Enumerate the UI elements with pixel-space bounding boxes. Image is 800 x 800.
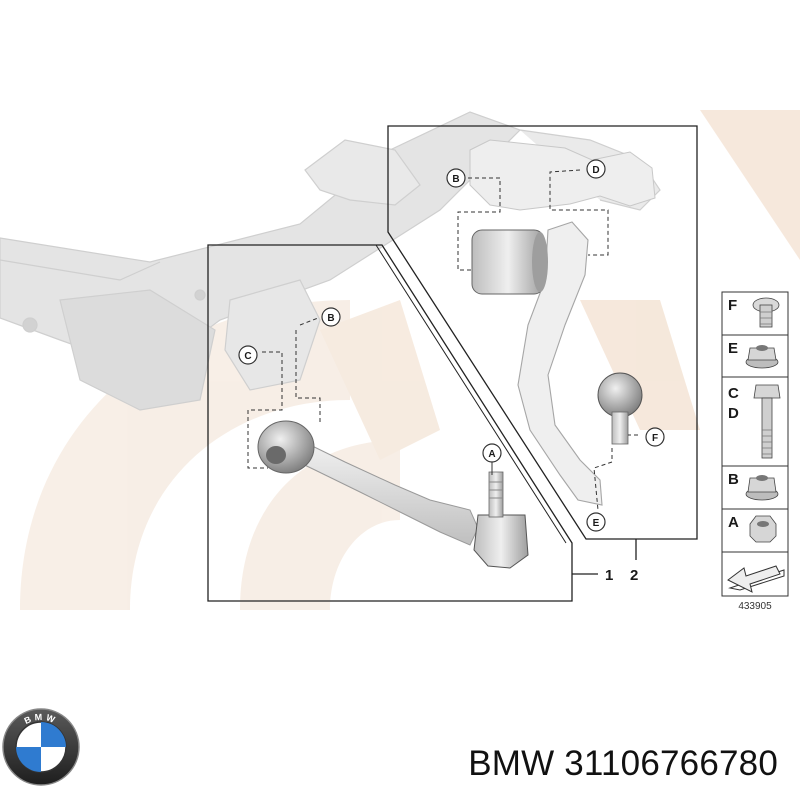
watermark-wedge	[580, 300, 700, 430]
brand-name: BMW	[468, 744, 555, 783]
callout-c-left: C	[238, 345, 258, 365]
ball-joint-2-stud	[611, 411, 629, 445]
callouts: A B C B D F E	[238, 159, 665, 532]
legend-letter-b: B	[728, 471, 739, 488]
part-number: 31106766780	[564, 744, 778, 783]
callout-e-right: E	[586, 512, 606, 532]
callout-b-left: B	[321, 307, 341, 327]
reference-number: 433905	[738, 601, 772, 612]
bracket-ghost	[469, 139, 656, 211]
subframe-upper	[304, 139, 421, 206]
watermark-wedge	[700, 110, 800, 260]
callout-d-right-label: D	[592, 165, 599, 176]
mount-line	[299, 317, 319, 326]
callout-f-right: F	[645, 427, 665, 447]
control-arm-bushing	[257, 420, 315, 474]
long-bolt-icon	[753, 384, 781, 459]
mount-lines-1	[247, 317, 321, 469]
flange-nut-icon	[745, 475, 779, 501]
ball-joint-housing	[473, 514, 529, 569]
bmw-logo: BMW	[2, 708, 80, 786]
hex-nut-icon	[749, 515, 777, 543]
legend-letter-a: A	[728, 514, 739, 531]
subframe-hole	[22, 317, 38, 333]
mount-line	[295, 330, 321, 425]
control-arm-body	[289, 439, 479, 546]
thrust-arm-part-2	[469, 139, 656, 506]
legend-letter-e: E	[728, 340, 738, 357]
callout-b-right-label: B	[452, 174, 459, 185]
hardware-legend: F E C D B A	[721, 291, 789, 612]
subframe-hole	[194, 289, 206, 301]
torx-bolt-icon	[752, 297, 780, 328]
group-number-1: 1	[605, 567, 613, 584]
frame-group-2	[387, 125, 698, 540]
ball-joint-stud	[488, 471, 504, 518]
logo-text: BMW	[23, 712, 56, 726]
callout-a-label: A	[488, 449, 495, 460]
callout-b-right: B	[446, 168, 466, 188]
callout-a: A	[482, 443, 502, 475]
frame-diagonal	[375, 244, 567, 544]
mount-line	[247, 351, 283, 469]
torque-arrow-icon	[727, 565, 785, 593]
callout-b-left-label: B	[327, 313, 334, 324]
callout-d-right: D	[586, 159, 606, 179]
svg-text:BMW: BMW	[23, 712, 59, 726]
frame-group-1	[207, 244, 573, 602]
mount-line	[457, 177, 501, 271]
group-number-2: 2	[630, 567, 638, 584]
rubber-bushing-face	[532, 232, 548, 292]
mount-lines-2	[457, 169, 638, 511]
callout-c-left-label: C	[244, 351, 251, 362]
subframe-mount	[59, 289, 216, 411]
thrust-arm-body	[517, 221, 603, 506]
legend-letter-d: D	[728, 405, 739, 422]
ball-joint-thread	[489, 481, 503, 499]
group-frames	[207, 125, 698, 602]
control-arm-bushing-bore	[266, 446, 286, 464]
part-caption: BMW 31106766780	[468, 744, 778, 784]
legend-letter-f: F	[728, 297, 737, 314]
ball-joint-2	[597, 372, 643, 418]
callout-f-right-label: F	[652, 433, 658, 444]
mount-line	[593, 448, 613, 511]
flange-nut-icon	[745, 345, 779, 369]
watermark-wedge	[320, 300, 440, 460]
legend-letter-c: C	[728, 385, 739, 402]
subframe-rail	[0, 259, 161, 281]
callout-e-right-label: E	[593, 518, 600, 529]
control-arm-part-1	[257, 420, 529, 569]
